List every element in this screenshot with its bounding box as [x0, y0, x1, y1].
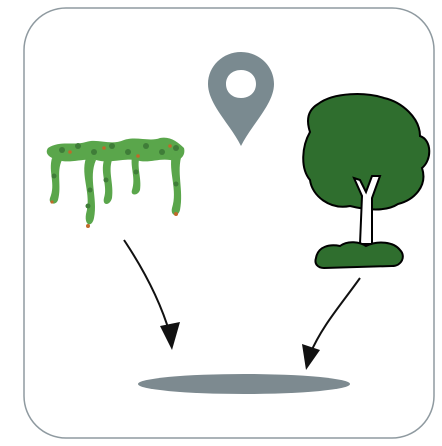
ground-shadow: [138, 374, 350, 394]
